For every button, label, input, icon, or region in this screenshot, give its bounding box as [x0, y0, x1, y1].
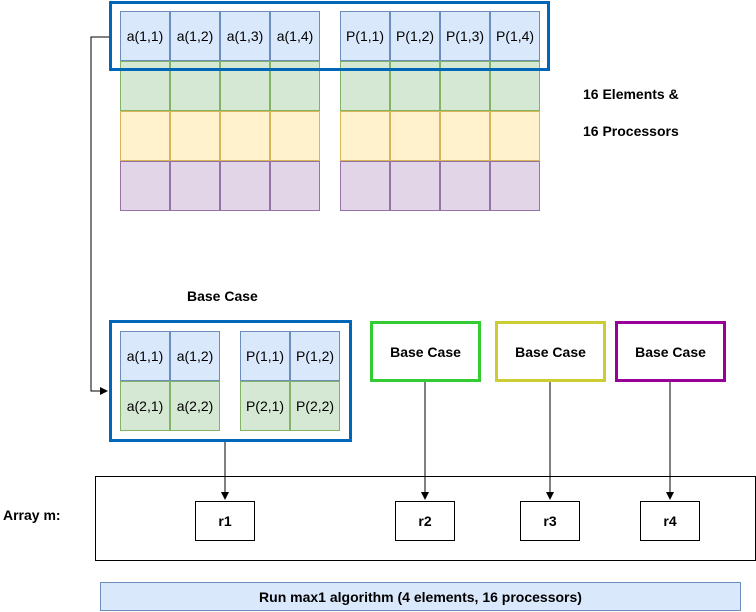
- processor-cell: [340, 111, 390, 161]
- element-count-label: 16 Elements &: [583, 86, 679, 102]
- processor-cell: [390, 111, 440, 161]
- element-cell: [170, 111, 220, 161]
- result-r3: r3: [520, 501, 580, 541]
- element-cell: a(1,4): [270, 11, 320, 61]
- element-cell: [170, 161, 220, 211]
- processor-cell: P(1,1): [340, 11, 390, 61]
- element-cell: a(1,1): [120, 331, 170, 381]
- element-cell: [120, 111, 170, 161]
- element-cell: [120, 161, 170, 211]
- processor-cell: [440, 161, 490, 211]
- array-m-label: Array m:: [3, 507, 61, 523]
- element-matrix: a(1,1) a(1,2) a(1,3) a(1,4): [120, 11, 320, 211]
- processor-cell: [490, 161, 540, 211]
- element-cell: a(2,2): [170, 381, 220, 431]
- processor-cell: [340, 161, 390, 211]
- processor-cell: [440, 111, 490, 161]
- processor-matrix: P(1,1) P(1,2) P(1,3) P(1,4): [340, 11, 540, 211]
- processor-cell: P(1,1): [240, 331, 290, 381]
- recursion-connector: [90, 36, 109, 395]
- result-r2: r2: [395, 501, 455, 541]
- processor-cell: P(2,1): [240, 381, 290, 431]
- run-algorithm-banner: Run max1 algorithm (4 elements, 16 proce…: [100, 582, 741, 611]
- processor-cell: P(1,3): [440, 11, 490, 61]
- element-cell: [220, 111, 270, 161]
- processor-cell: P(1,2): [390, 11, 440, 61]
- element-cell: a(1,1): [120, 11, 170, 61]
- processor-cell: P(1,4): [490, 11, 540, 61]
- element-cell: [270, 161, 320, 211]
- result-r4: r4: [640, 501, 700, 541]
- processor-count-label: 16 Processors: [583, 123, 679, 139]
- base-case-box-green: Base Case: [370, 321, 481, 382]
- element-cell: a(1,2): [170, 11, 220, 61]
- base-case-processor-matrix: P(1,1) P(1,2) P(2,1) P(2,2): [240, 331, 340, 431]
- element-cell: [220, 161, 270, 211]
- result-r1: r1: [195, 501, 255, 541]
- element-cell: a(1,3): [220, 11, 270, 61]
- base-case-highlight: [109, 320, 352, 442]
- processor-cell: P(1,2): [290, 331, 340, 381]
- base-case-box-purple: Base Case: [615, 321, 726, 382]
- processor-cell: P(2,2): [290, 381, 340, 431]
- processor-cell: [390, 161, 440, 211]
- processor-cell: [490, 111, 540, 161]
- element-cell: [270, 111, 320, 161]
- element-cell: a(2,1): [120, 381, 170, 431]
- first-row-highlight: [109, 1, 550, 71]
- base-case-box-yellow: Base Case: [495, 321, 606, 382]
- element-cell: a(1,2): [170, 331, 220, 381]
- base-case-element-matrix: a(1,1) a(1,2) a(2,1) a(2,2): [120, 331, 220, 431]
- base-case-title: Base Case: [187, 288, 258, 304]
